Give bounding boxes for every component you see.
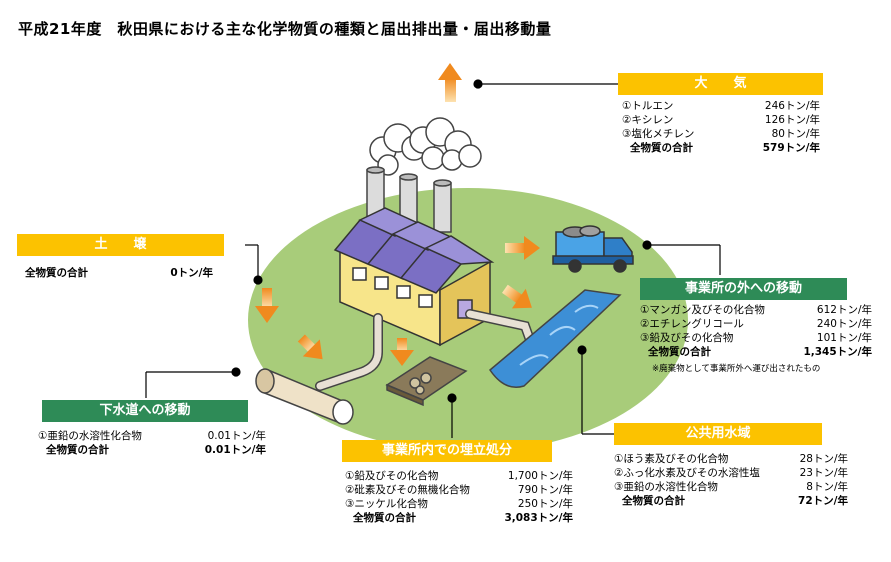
item-name: ①マンガン及びその化合物 <box>640 304 765 316</box>
item-name: ①亜鉛の水溶性化合物 <box>38 430 142 442</box>
truck-icon <box>552 225 634 273</box>
item-value: 790トン/年 <box>517 484 573 496</box>
item-value: 250トン/年 <box>517 498 573 510</box>
water-channel <box>488 289 622 388</box>
water-label: 公共用水域 <box>614 423 822 445</box>
item-value: 80トン/年 <box>771 128 820 140</box>
total-row: 全物質の合計 3,083トン/年 <box>345 511 573 525</box>
total-name: 全物質の合計 <box>630 142 693 154</box>
total-row: 全物質の合計 72トン/年 <box>614 494 848 508</box>
list-item: ②砒素及びその無機化合物 790トン/年 <box>345 483 573 497</box>
item-name: ②エチレングリコール <box>640 318 744 330</box>
total-value: 579トン/年 <box>762 142 820 154</box>
total-name: 全物質の合計 <box>25 267 88 279</box>
total-value: 0トン/年 <box>170 267 213 279</box>
leader-lines <box>145 79 721 438</box>
item-name: ②砒素及びその無機化合物 <box>345 484 470 496</box>
soil-label: 土 壌 <box>17 234 224 256</box>
total-row: 全物質の合計 579トン/年 <box>622 141 820 155</box>
arrow-to-landfill <box>390 338 414 366</box>
list-item: ①マンガン及びその化合物 612トン/年 <box>640 303 872 317</box>
item-value: 240トン/年 <box>816 318 872 330</box>
item-name: ②ふっ化水素及びその水溶性塩 <box>614 467 760 479</box>
list-item: ②エチレングリコール 240トン/年 <box>640 317 872 331</box>
total-row: 全物質の合計 0トン/年 <box>17 266 213 280</box>
list-item: ②キシレン 126トン/年 <box>622 113 820 127</box>
list-item: ③鉛及びその化合物 101トン/年 <box>640 331 872 345</box>
smoke-cloud <box>369 117 482 176</box>
item-name: ①鉛及びその化合物 <box>345 470 439 482</box>
total-name: 全物質の合計 <box>46 444 109 456</box>
item-value: 246トン/年 <box>764 100 820 112</box>
total-value: 1,345トン/年 <box>803 346 872 358</box>
page-title: 平成21年度 秋田県における主な化学物質の種類と届出排出量・届出移動量 <box>18 20 552 38</box>
arrow-to-soil <box>255 288 279 323</box>
offsite-note: ※廃棄物として事業所外へ運び出されたもの <box>652 364 821 374</box>
item-value: 23トン/年 <box>799 467 848 479</box>
total-name: 全物質の合計 <box>648 346 711 358</box>
list-item: ③塩化メチレン 80トン/年 <box>622 127 820 141</box>
list-item: ③ニッケル化合物 250トン/年 <box>345 497 573 511</box>
arrow-to-sewer <box>297 334 323 360</box>
total-row: 全物質の合計 1,345トン/年 <box>640 345 872 359</box>
soil-list: 全物質の合計 0トン/年 <box>17 266 213 280</box>
sewer-label: 下水道への移動 <box>42 400 248 422</box>
item-name: ①ほう素及びその化合物 <box>614 453 729 465</box>
water-list: ①ほう素及びその化合物 28トン/年 ②ふっ化水素及びその水溶性塩 23トン/年 ③… <box>614 452 848 508</box>
list-item: ①鉛及びその化合物 1,700トン/年 <box>345 469 573 483</box>
landfill-pit <box>385 356 468 407</box>
arrow-to-water <box>502 284 532 309</box>
total-name: 全物質の合計 <box>353 512 416 524</box>
item-name: ③ニッケル化合物 <box>345 498 428 510</box>
arrow-to-truck <box>505 236 540 260</box>
item-value: 8トン/年 <box>806 481 848 493</box>
item-value: 101トン/年 <box>816 332 872 344</box>
total-value: 3,083トン/年 <box>504 512 573 524</box>
air-label: 大 気 <box>618 73 823 95</box>
item-value: 612トン/年 <box>816 304 872 316</box>
landfill-list: ①鉛及びその化合物 1,700トン/年 ②砒素及びその無機化合物 790トン/年 ③… <box>345 469 573 525</box>
air-arrow <box>438 63 462 102</box>
total-row: 全物質の合計 0.01トン/年 <box>38 443 266 457</box>
item-value: 126トン/年 <box>764 114 820 126</box>
factory-building <box>333 207 495 347</box>
item-value: 0.01トン/年 <box>207 430 266 442</box>
flow-arrows <box>255 236 540 366</box>
landfill-label: 事業所内での埋立処分 <box>342 440 552 462</box>
item-name: ③塩化メチレン <box>622 128 695 140</box>
list-item: ①ほう素及びその化合物 28トン/年 <box>614 452 848 466</box>
item-value: 1,700トン/年 <box>507 470 573 482</box>
offsite-list: ①マンガン及びその化合物 612トン/年 ②エチレングリコール 240トン/年 ③鉛… <box>640 303 872 359</box>
item-name: ①トルエン <box>622 100 674 112</box>
list-item: ①トルエン 246トン/年 <box>622 99 820 113</box>
offsite-label: 事業所の外への移動 <box>640 278 847 300</box>
sewer-pipe <box>255 368 354 425</box>
list-item: ②ふっ化水素及びその水溶性塩 23トン/年 <box>614 466 848 480</box>
list-item: ①亜鉛の水溶性化合物 0.01トン/年 <box>38 429 266 443</box>
list-item: ③亜鉛の水溶性化合物 8トン/年 <box>614 480 848 494</box>
chimneys <box>366 166 452 233</box>
total-value: 72トン/年 <box>798 495 848 507</box>
total-value: 0.01トン/年 <box>204 444 266 456</box>
sewer-list: ①亜鉛の水溶性化合物 0.01トン/年 全物質の合計 0.01トン/年 <box>38 429 266 457</box>
item-name: ③鉛及びその化合物 <box>640 332 734 344</box>
item-value: 28トン/年 <box>799 453 848 465</box>
item-name: ②キシレン <box>622 114 674 126</box>
total-name: 全物質の合計 <box>622 495 685 507</box>
item-name: ③亜鉛の水溶性化合物 <box>614 481 718 493</box>
